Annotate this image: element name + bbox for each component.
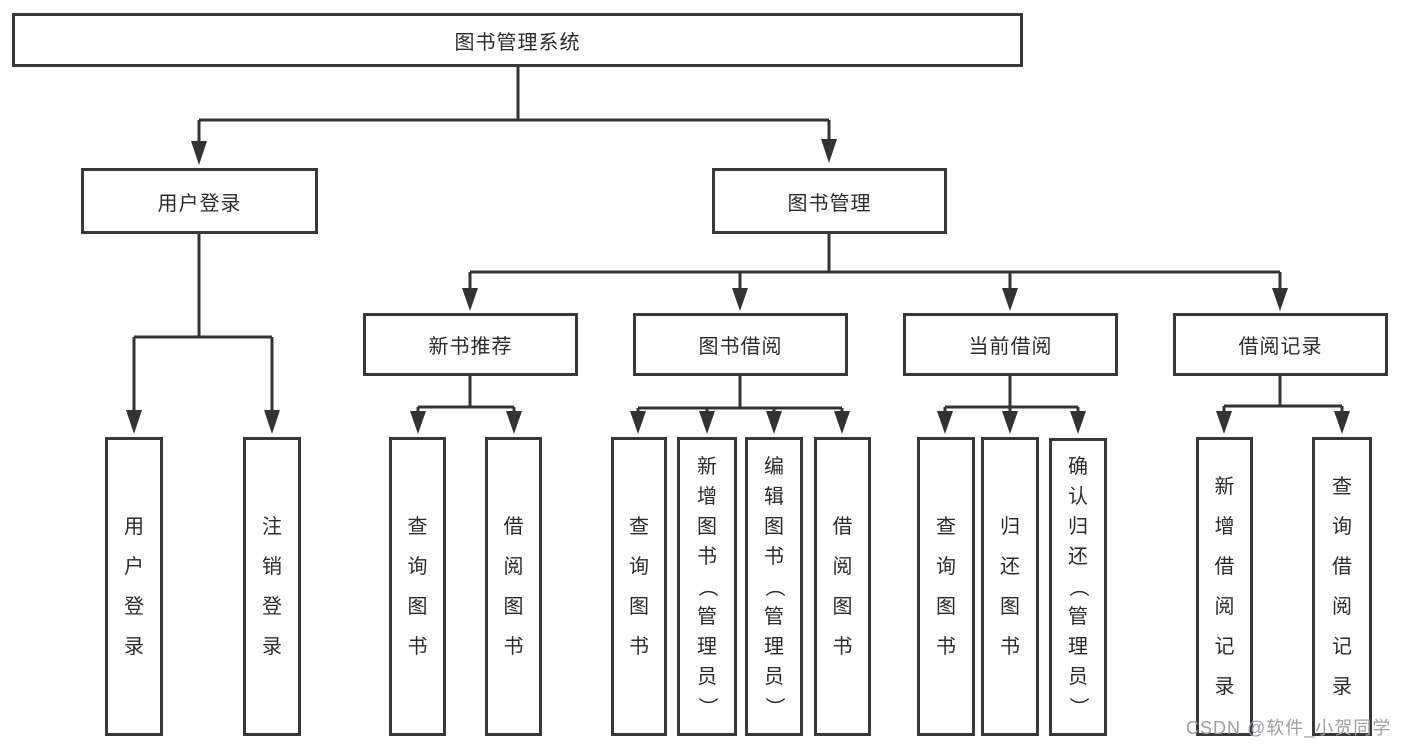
leaf-query-borrow-record: 查询借阅记录: [1312, 437, 1372, 736]
leaf-query-books-borrow: 查询图书: [611, 437, 667, 736]
node-root-system: 图书管理系统: [12, 13, 1023, 67]
leaf-logout: 注销登录: [243, 437, 301, 736]
node-new-book-recommendation: 新书推荐: [363, 313, 578, 376]
node-book-borrowing: 图书借阅: [633, 313, 848, 376]
leaf-add-borrow-record: 新增借阅记录: [1196, 437, 1253, 736]
node-book-borrowing-label: 图书借阅: [698, 336, 783, 358]
leaf-query-books-recommend: 查询图书: [389, 437, 446, 736]
leaf-borrow-books-recommend: 借阅图书: [485, 437, 542, 736]
leaf-edit-books-admin: 编辑图书（管理员）: [745, 437, 803, 736]
leaf-borrow-books: 借阅图书: [814, 437, 871, 736]
node-current-borrowing: 当前借阅: [903, 313, 1118, 376]
csdn-watermark: CSDN @软件_小贺同学: [1186, 718, 1392, 738]
arrowheads: [126, 139, 1350, 434]
leaf-add-books-admin: 新增图书（管理员）: [677, 437, 737, 736]
node-book-management: 图书管理: [712, 168, 947, 234]
node-new-book-recommendation-label: 新书推荐: [428, 336, 513, 358]
leaf-return-books: 归还图书: [981, 437, 1039, 736]
node-borrowing-records: 借阅记录: [1173, 313, 1388, 376]
node-borrowing-records-label: 借阅记录: [1238, 336, 1323, 358]
leaf-confirm-return-admin: 确认归还（管理员）: [1049, 438, 1107, 736]
leaf-query-books-current: 查询图书: [917, 437, 975, 736]
node-user-login-label: 用户登录: [157, 192, 242, 215]
node-root-label: 图书管理系统: [454, 31, 581, 54]
node-current-borrowing-label: 当前借阅: [968, 336, 1053, 358]
node-user-login: 用户登录: [81, 168, 318, 234]
leaf-user-login: 用户登录: [105, 437, 163, 736]
node-book-management-label: 图书管理: [787, 192, 872, 215]
